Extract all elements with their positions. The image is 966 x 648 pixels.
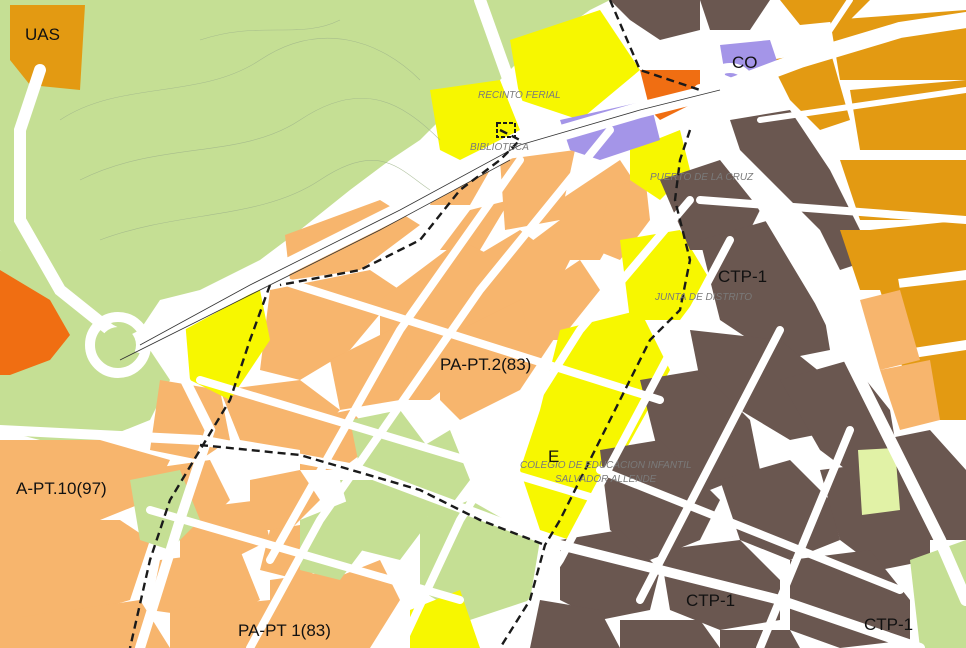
roundabout-west-island (100, 327, 136, 363)
label-puerto: PUERTO DE LA CRUZ (650, 172, 754, 183)
label-co: CO (732, 53, 758, 72)
label-salvador: SALVADOR ALLENDE (555, 474, 657, 485)
label-colegio: COLEGIO DE EDUCACION INFANTIL (520, 460, 692, 471)
red-orange-west-zone (0, 270, 70, 375)
label-uas: UAS (25, 25, 60, 44)
zone-outlines (119, 89, 721, 361)
label-ctp1-north: CTP-1 (718, 267, 767, 286)
label-a-pt10: A-PT.10(97) (16, 479, 107, 498)
topographic-contours (59, 19, 441, 241)
label-pa-pt1: PA-PT 1(83) (238, 621, 331, 640)
planning-boundary-dashed (128, 0, 701, 648)
park-zone-north (0, 0, 610, 340)
bus-stop-marker (496, 122, 516, 138)
green-interior-zones (130, 410, 540, 620)
label-e: E (548, 447, 559, 466)
label-pa-pt2: PA-PT.2(83) (440, 355, 531, 374)
label-junta: JUNTA DE DISTRITO (654, 292, 752, 303)
label-ctp1-south: CTP-1 (686, 591, 735, 610)
label-biblioteca: BIBLIOTECA (470, 142, 529, 153)
roundabout-west (85, 312, 151, 378)
roundabout-north (703, 63, 757, 117)
uas-zone (10, 5, 85, 90)
label-recinto-ferial: RECINTO FERIAL (478, 90, 561, 101)
residential-blocks-pale-orange-east (860, 290, 940, 430)
label-ctp1-east: CTP-1 (864, 615, 913, 634)
light-green-zone (858, 448, 900, 515)
